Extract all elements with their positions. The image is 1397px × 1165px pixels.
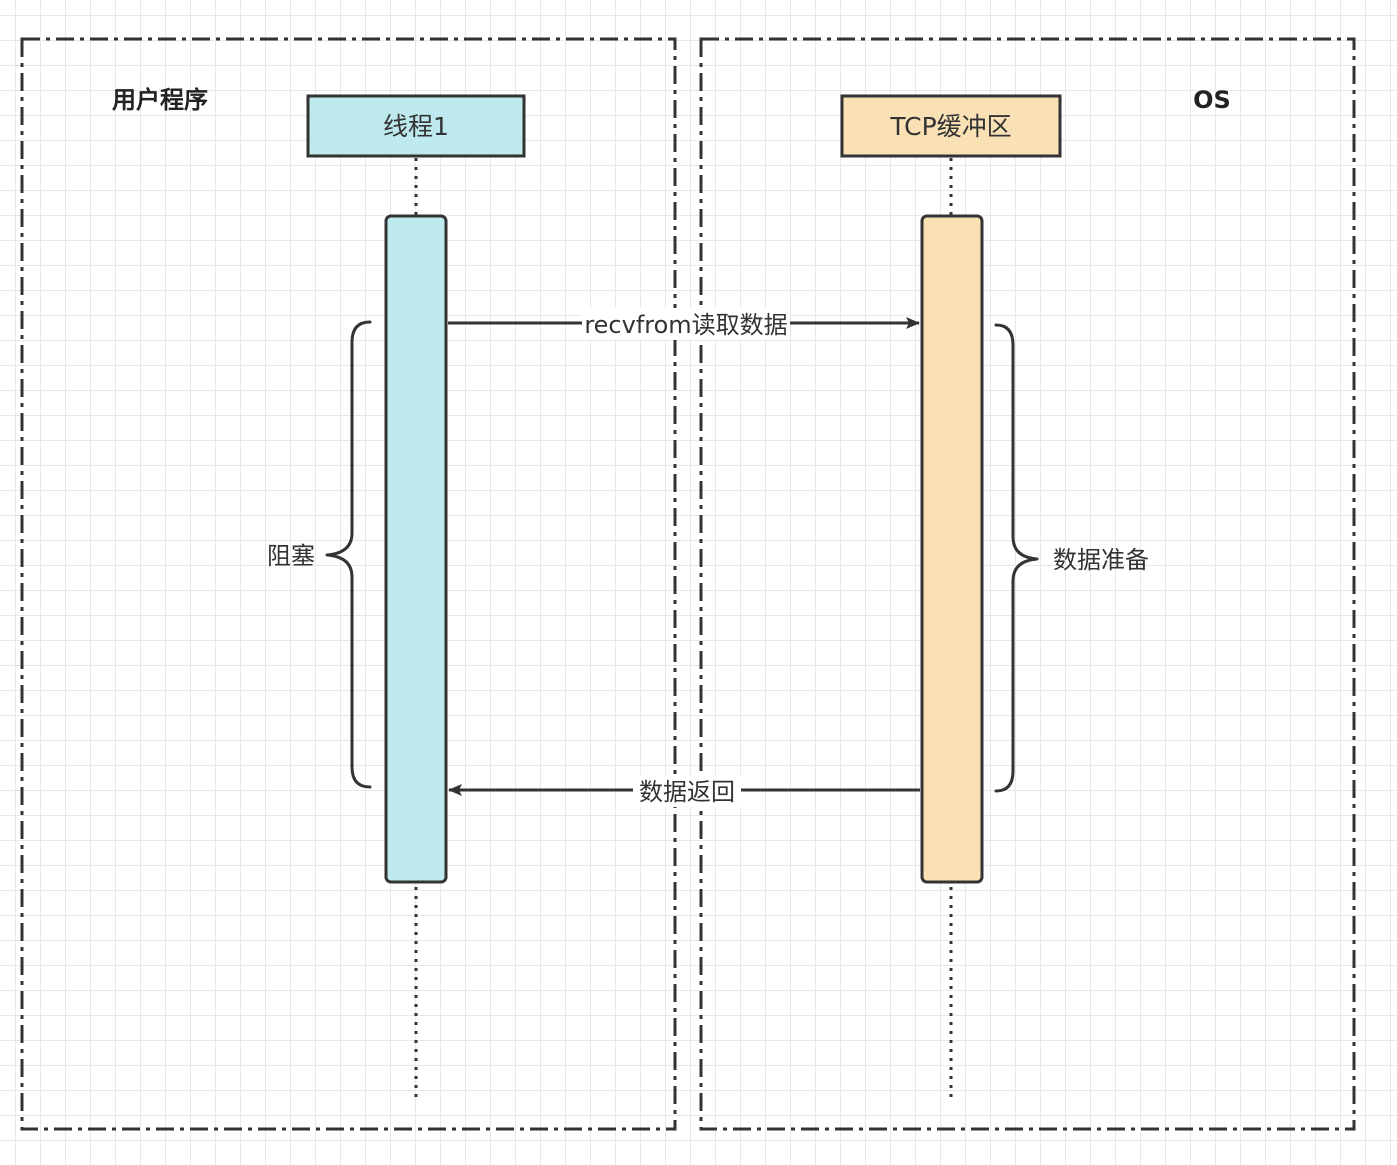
tcp-buffer-activation-bar[interactable] xyxy=(920,214,984,884)
tcp-buffer-actor-label: TCP缓冲区 xyxy=(889,112,1011,141)
os-label: OS xyxy=(1193,86,1231,114)
user-program-group xyxy=(20,37,677,1131)
blocking-label: 阻塞 xyxy=(267,542,315,570)
blocking-brace xyxy=(325,320,372,789)
os-group xyxy=(699,37,1356,1131)
thread-actor-label: 线程1 xyxy=(383,112,449,141)
request-label: recvfrom读取数据 xyxy=(584,311,787,339)
response-label-bg xyxy=(633,775,741,807)
tcp-buffer-actor-box[interactable] xyxy=(840,94,1062,158)
thread-activation-bar[interactable] xyxy=(384,214,448,884)
response-label: 数据返回 xyxy=(639,778,735,806)
data-prep-brace xyxy=(994,323,1039,793)
thread-actor-box[interactable] xyxy=(306,94,526,158)
request-label-bg xyxy=(582,308,790,340)
user-program-label: 用户程序 xyxy=(112,86,208,114)
data-prep-label: 数据准备 xyxy=(1053,546,1149,574)
